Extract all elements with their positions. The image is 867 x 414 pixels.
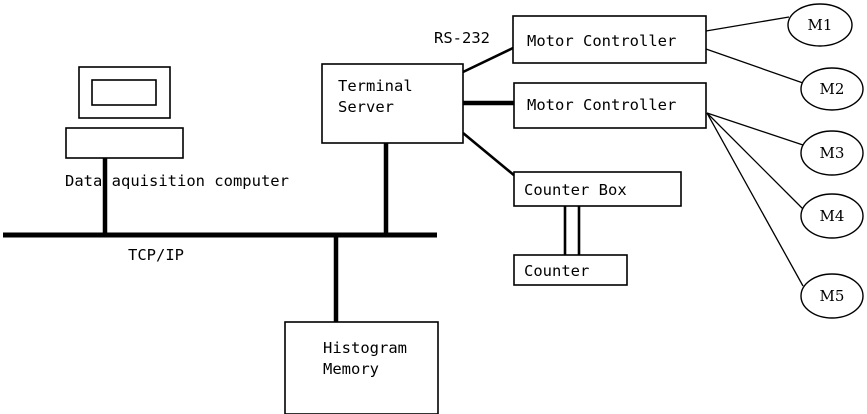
histogram-memory-label: Histogram [323, 339, 407, 357]
monitor-screen-layer [91, 79, 157, 106]
histogram-memory-label: Memory [323, 360, 379, 378]
counter-box-rect [513, 171, 682, 207]
tcpip-bus-label: TCP/IP [128, 246, 184, 264]
counter-box-label: Counter Box [524, 181, 627, 199]
link-terminal-server-to-motor-controller-1 [462, 46, 514, 74]
link-motor-controller-2-to-m5 [706, 112, 804, 287]
motor-controller-2-label: Motor Controller [527, 96, 676, 114]
link-motor-controller-2-to-m3 [706, 112, 804, 146]
histogram-memory-rect [284, 321, 439, 414]
data-acquisition-computer-label: Data aquisition computer [65, 172, 289, 190]
motor-m3-label: M3 [820, 144, 845, 162]
motor-m4-label: M4 [820, 207, 845, 225]
tcpip-bus-layer: TCP/IP [3, 232, 437, 264]
motor-m5-ellipse [800, 273, 864, 319]
motor-controller-1[interactable]: Motor Controller [512, 15, 707, 64]
motor-m5[interactable]: M5 [800, 273, 864, 319]
motor-m4[interactable]: M4 [800, 193, 864, 239]
terminal-server-rect [321, 63, 464, 144]
motor-controller-2[interactable]: Motor Controller [513, 82, 707, 129]
motor-m4-ellipse [800, 193, 864, 239]
motor-m3-ellipse [800, 130, 864, 176]
motor-m1-label: M1 [808, 16, 833, 34]
keyboard-rect [65, 127, 184, 159]
motor-controller-1-label: Motor Controller [527, 32, 676, 50]
motor-m5-label: M5 [820, 287, 845, 305]
motor-m1[interactable]: M1 [787, 3, 853, 47]
connections-layer [102, 16, 804, 322]
keyboard[interactable] [65, 127, 184, 159]
counter[interactable]: Counter [513, 254, 628, 286]
rs232-label: RS-232 [434, 29, 490, 47]
monitor-screen [91, 79, 157, 106]
link-terminal-server-to-counter-box [462, 131, 516, 178]
motor-m2-ellipse [800, 67, 864, 111]
counter-rect [513, 254, 628, 286]
motor-m1-ellipse [787, 3, 853, 47]
terminal-server-label: Server [338, 98, 394, 116]
terminal-server-label: Terminal [338, 77, 413, 95]
motor-controller-1-rect [512, 15, 707, 64]
link-motor-controller-1-to-m2 [705, 48, 804, 84]
motor-m3[interactable]: M3 [800, 130, 864, 176]
motor-m2-label: M2 [820, 80, 845, 98]
link-motor-controller-1-to-m1 [705, 16, 790, 32]
motor-controller-2-rect [513, 82, 707, 129]
counter-label: Counter [524, 262, 589, 280]
link-motor-controller-2-to-m4 [706, 112, 804, 210]
counter-box[interactable]: Counter Box [513, 171, 682, 207]
motor-m2[interactable]: M2 [800, 67, 864, 111]
